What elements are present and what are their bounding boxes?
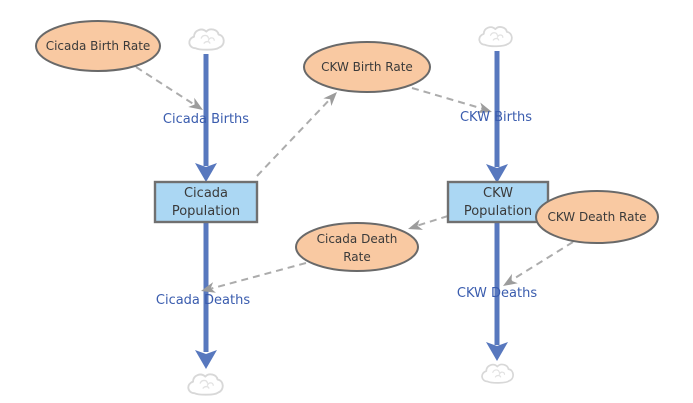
ckw-deaths-flow-label: CKW Deaths: [457, 286, 537, 301]
link-cicada-population-to-ckw-birth-rate: [256, 95, 334, 177]
source-cloud-ckw-births: [478, 26, 513, 48]
link-ckw-birth-rate-to-ckw-births: [411, 87, 488, 111]
cicada-death-rate-converter: [295, 222, 419, 272]
ckw-birth-rate-converter: [303, 41, 431, 93]
flow-arrowhead-cicada-deaths: [195, 350, 217, 369]
ckw-death-rate-label: CKW Death Rate: [547, 210, 646, 224]
cicada-population-label-line1: Cicada: [184, 186, 228, 201]
cicada-death-rate-label-line2: Rate: [343, 250, 371, 264]
cicada-births-flow-label: Cicada Births: [163, 112, 249, 127]
link-arrowhead-icon: [406, 219, 424, 235]
cicada-birth-rate-converter: [35, 20, 161, 72]
ckw-birth-rate-label: CKW Birth Rate: [321, 60, 413, 74]
cicada-population-label-line2: Population: [172, 204, 240, 219]
cicada-population-stock: [153, 180, 259, 224]
cicada-birth-rate-label: Cicada Birth Rate: [46, 39, 151, 53]
cicada-deaths-flow-label: Cicada Deaths: [156, 293, 250, 308]
sink-cloud-ckw-deaths: [481, 363, 514, 384]
link-cicada-birth-rate-to-cicada-births: [135, 66, 199, 108]
ckw-death-rate-converter: [535, 190, 659, 244]
link-ckw-death-rate-to-ckw-deaths: [506, 241, 574, 284]
link-cicada-death-rate-to-cicada-deaths: [205, 262, 307, 291]
sink-cloud-cicada-deaths: [187, 373, 224, 396]
ckw-births-flow-label: CKW Births: [460, 110, 532, 125]
link-ckw-population-to-cicada-death-rate: [412, 215, 449, 228]
source-cloud-cicada-births: [188, 28, 225, 51]
cicada-death-rate-label-line1: Cicada Death: [317, 232, 398, 246]
ckw-population-label-line2: Population: [464, 204, 532, 219]
ckw-population-label-line1: CKW: [483, 186, 513, 201]
